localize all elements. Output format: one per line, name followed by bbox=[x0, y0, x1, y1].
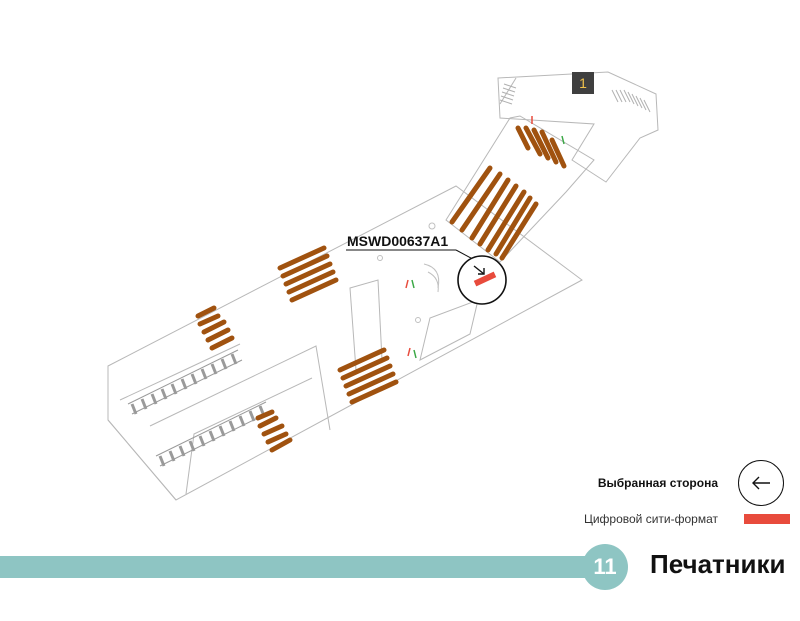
legend-side-circle bbox=[738, 460, 784, 506]
railway-tracks bbox=[127, 349, 271, 467]
hall-features bbox=[377, 222, 440, 323]
legend-digital-cityformat: Цифровой сити-формат bbox=[584, 512, 790, 526]
metro-line-strip bbox=[0, 556, 600, 578]
escalator-main-incline bbox=[449, 165, 539, 261]
station-name: Печатники bbox=[650, 549, 786, 579]
digital-cityformat-marker bbox=[473, 271, 497, 287]
legend-red-bar-icon bbox=[744, 514, 790, 524]
escalator-platform-lower bbox=[255, 409, 293, 453]
escalator-platform-upper bbox=[195, 305, 235, 351]
exit-number: 1 bbox=[579, 75, 587, 91]
escalators bbox=[195, 125, 567, 453]
legend-selected-side: Выбранная сторона bbox=[598, 460, 784, 506]
turnstile-arrows bbox=[405, 116, 565, 359]
track-upper bbox=[127, 349, 243, 415]
metro-line-number: 11 bbox=[593, 554, 617, 579]
arrow-left-icon bbox=[752, 476, 770, 490]
station-walls bbox=[107, 71, 659, 501]
exit-badge: 1 bbox=[572, 72, 594, 94]
escalator-middle bbox=[277, 245, 339, 303]
escalator-exit-top bbox=[515, 125, 567, 169]
legend-digital-cityformat-label: Цифровой сити-формат bbox=[583, 512, 718, 526]
metro-line-badge: 11 bbox=[582, 544, 628, 590]
track-lower bbox=[155, 401, 271, 467]
exit-stairs bbox=[499, 83, 651, 113]
ad-code-label: MSWD00637A1 bbox=[347, 233, 448, 249]
escalator-lower bbox=[337, 347, 399, 405]
arrow-down-right-icon bbox=[473, 265, 485, 275]
ad-placement-marker[interactable]: MSWD00637A1 bbox=[346, 233, 507, 305]
legend-selected-side-label: Выбранная сторона bbox=[597, 476, 718, 490]
